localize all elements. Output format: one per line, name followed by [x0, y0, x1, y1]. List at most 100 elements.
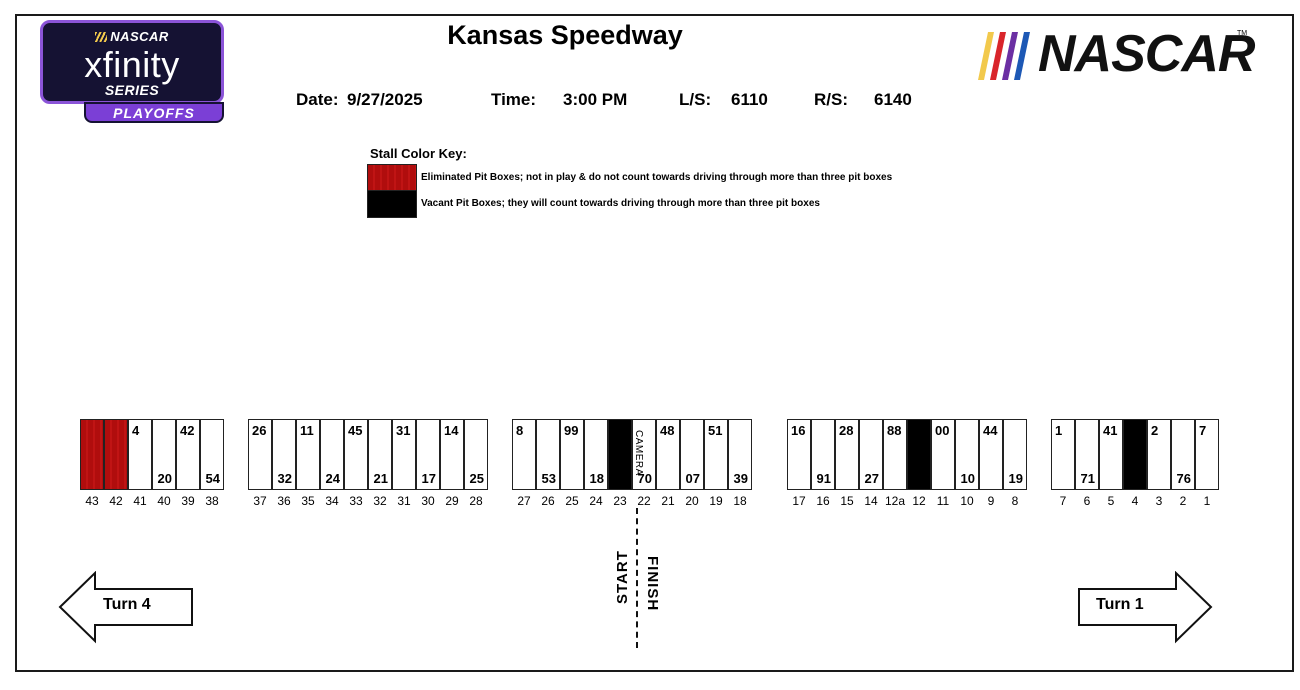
car-number: 28	[839, 423, 854, 438]
stall-number: 18	[733, 494, 747, 508]
nascar-stripes-icon	[978, 32, 1030, 80]
pit-stall: 53	[536, 419, 560, 490]
rs-value: 6140	[874, 90, 912, 109]
stall-number: 22	[637, 494, 651, 508]
time-label: Time:	[491, 90, 537, 109]
pit-stall: 11	[296, 419, 320, 490]
pit-stall	[907, 419, 931, 490]
car-number: 44	[983, 423, 998, 438]
car-number: 25	[469, 471, 484, 486]
pit-stall: 70	[632, 419, 656, 490]
stall-number: 26	[541, 494, 555, 508]
pit-stall: 41	[1099, 419, 1123, 490]
stall-number: 39	[181, 494, 195, 508]
pit-stall: 20	[152, 419, 176, 490]
car-number: 41	[1103, 423, 1118, 438]
pit-stall	[80, 419, 104, 490]
logo-playoffs-ribbon: PLAYOFFS	[84, 102, 224, 123]
pit-stall: 17	[416, 419, 440, 490]
pit-stall: 91	[811, 419, 835, 490]
turn-4-label: Turn 4	[103, 596, 151, 613]
stripes-icon	[95, 32, 108, 42]
stall-number: 23	[613, 494, 627, 508]
pit-stall: 51	[704, 419, 728, 490]
pit-stall: 32	[272, 419, 296, 490]
car-number: 18	[589, 471, 604, 486]
stall-number: 32	[373, 494, 387, 508]
car-number: 32	[277, 471, 292, 486]
pit-stall: 8	[512, 419, 536, 490]
pit-stall: 00	[931, 419, 955, 490]
stall-number: 27	[517, 494, 531, 508]
turn-1-arrow	[1078, 571, 1213, 644]
stall-number: 14	[864, 494, 878, 508]
stall-number: 38	[205, 494, 219, 508]
stall-number: 25	[565, 494, 579, 508]
car-number: 27	[864, 471, 879, 486]
pit-stall: 1	[1051, 419, 1075, 490]
pit-stall: 16	[787, 419, 811, 490]
pit-stall: 39	[728, 419, 752, 490]
car-number: 26	[252, 423, 267, 438]
stall-number: 30	[421, 494, 435, 508]
car-number: 39	[733, 471, 748, 486]
pit-stall: 44	[979, 419, 1003, 490]
time-value: 3:00 PM	[563, 90, 628, 109]
car-number: 88	[887, 423, 902, 438]
pit-stall: 31	[392, 419, 416, 490]
stall-number: 34	[325, 494, 339, 508]
car-number: 48	[660, 423, 675, 438]
pit-stall: 26	[248, 419, 272, 490]
car-number: 24	[325, 471, 340, 486]
car-number: 31	[396, 423, 411, 438]
stall-number: 40	[157, 494, 171, 508]
car-number: 7	[1199, 423, 1207, 438]
date-value: 9/27/2025	[347, 90, 423, 109]
car-number: 11	[300, 423, 314, 438]
car-number: 91	[816, 471, 831, 486]
stall-number: 6	[1083, 494, 1091, 508]
finish-label: FINISH	[644, 556, 661, 612]
stall-number: 42	[109, 494, 123, 508]
key-title: Stall Color Key:	[370, 146, 467, 161]
car-number: 51	[708, 423, 723, 438]
stall-number: 15	[840, 494, 854, 508]
stall-number: 12	[912, 494, 926, 508]
pit-stall: 99	[560, 419, 584, 490]
rs-label: R/S:	[814, 90, 848, 109]
car-number: 70	[637, 471, 652, 486]
stall-number: 35	[301, 494, 315, 508]
stall-number: 12a	[884, 494, 906, 508]
ls-label: L/S:	[679, 90, 712, 109]
car-number: 4	[132, 423, 140, 438]
nascar-logo: NASCAR TM	[978, 26, 1255, 84]
vacant-key-text: Vacant Pit Boxes; they will count toward…	[421, 198, 820, 209]
pit-stall: 71	[1075, 419, 1099, 490]
camera-label: CAMERA	[633, 430, 644, 476]
stall-number: 3	[1155, 494, 1163, 508]
logo-nascar-label: NASCAR	[110, 29, 169, 44]
stall-number: 5	[1107, 494, 1115, 508]
car-number: 45	[348, 423, 363, 438]
stall-number: 43	[85, 494, 99, 508]
stall-number: 41	[133, 494, 147, 508]
stall-number: 11	[936, 494, 950, 508]
car-number: 42	[180, 423, 195, 438]
stall-number: 24	[589, 494, 603, 508]
car-number: 19	[1008, 471, 1023, 486]
vacant-swatch	[367, 190, 417, 218]
logo-series-text: SERIES	[104, 82, 160, 98]
ls-value: 6110	[731, 90, 768, 109]
car-number: 8	[516, 423, 524, 438]
diagram-frame	[15, 14, 1294, 672]
pit-stall: 27	[859, 419, 883, 490]
pit-stall	[1123, 419, 1147, 490]
car-number: 16	[791, 423, 806, 438]
car-number: 54	[205, 471, 220, 486]
pit-stall: 19	[1003, 419, 1027, 490]
stall-number: 31	[397, 494, 411, 508]
car-number: 1	[1055, 423, 1063, 438]
pit-stall: 88	[883, 419, 907, 490]
eliminated-swatch	[367, 164, 417, 192]
pit-stall: 25	[464, 419, 488, 490]
